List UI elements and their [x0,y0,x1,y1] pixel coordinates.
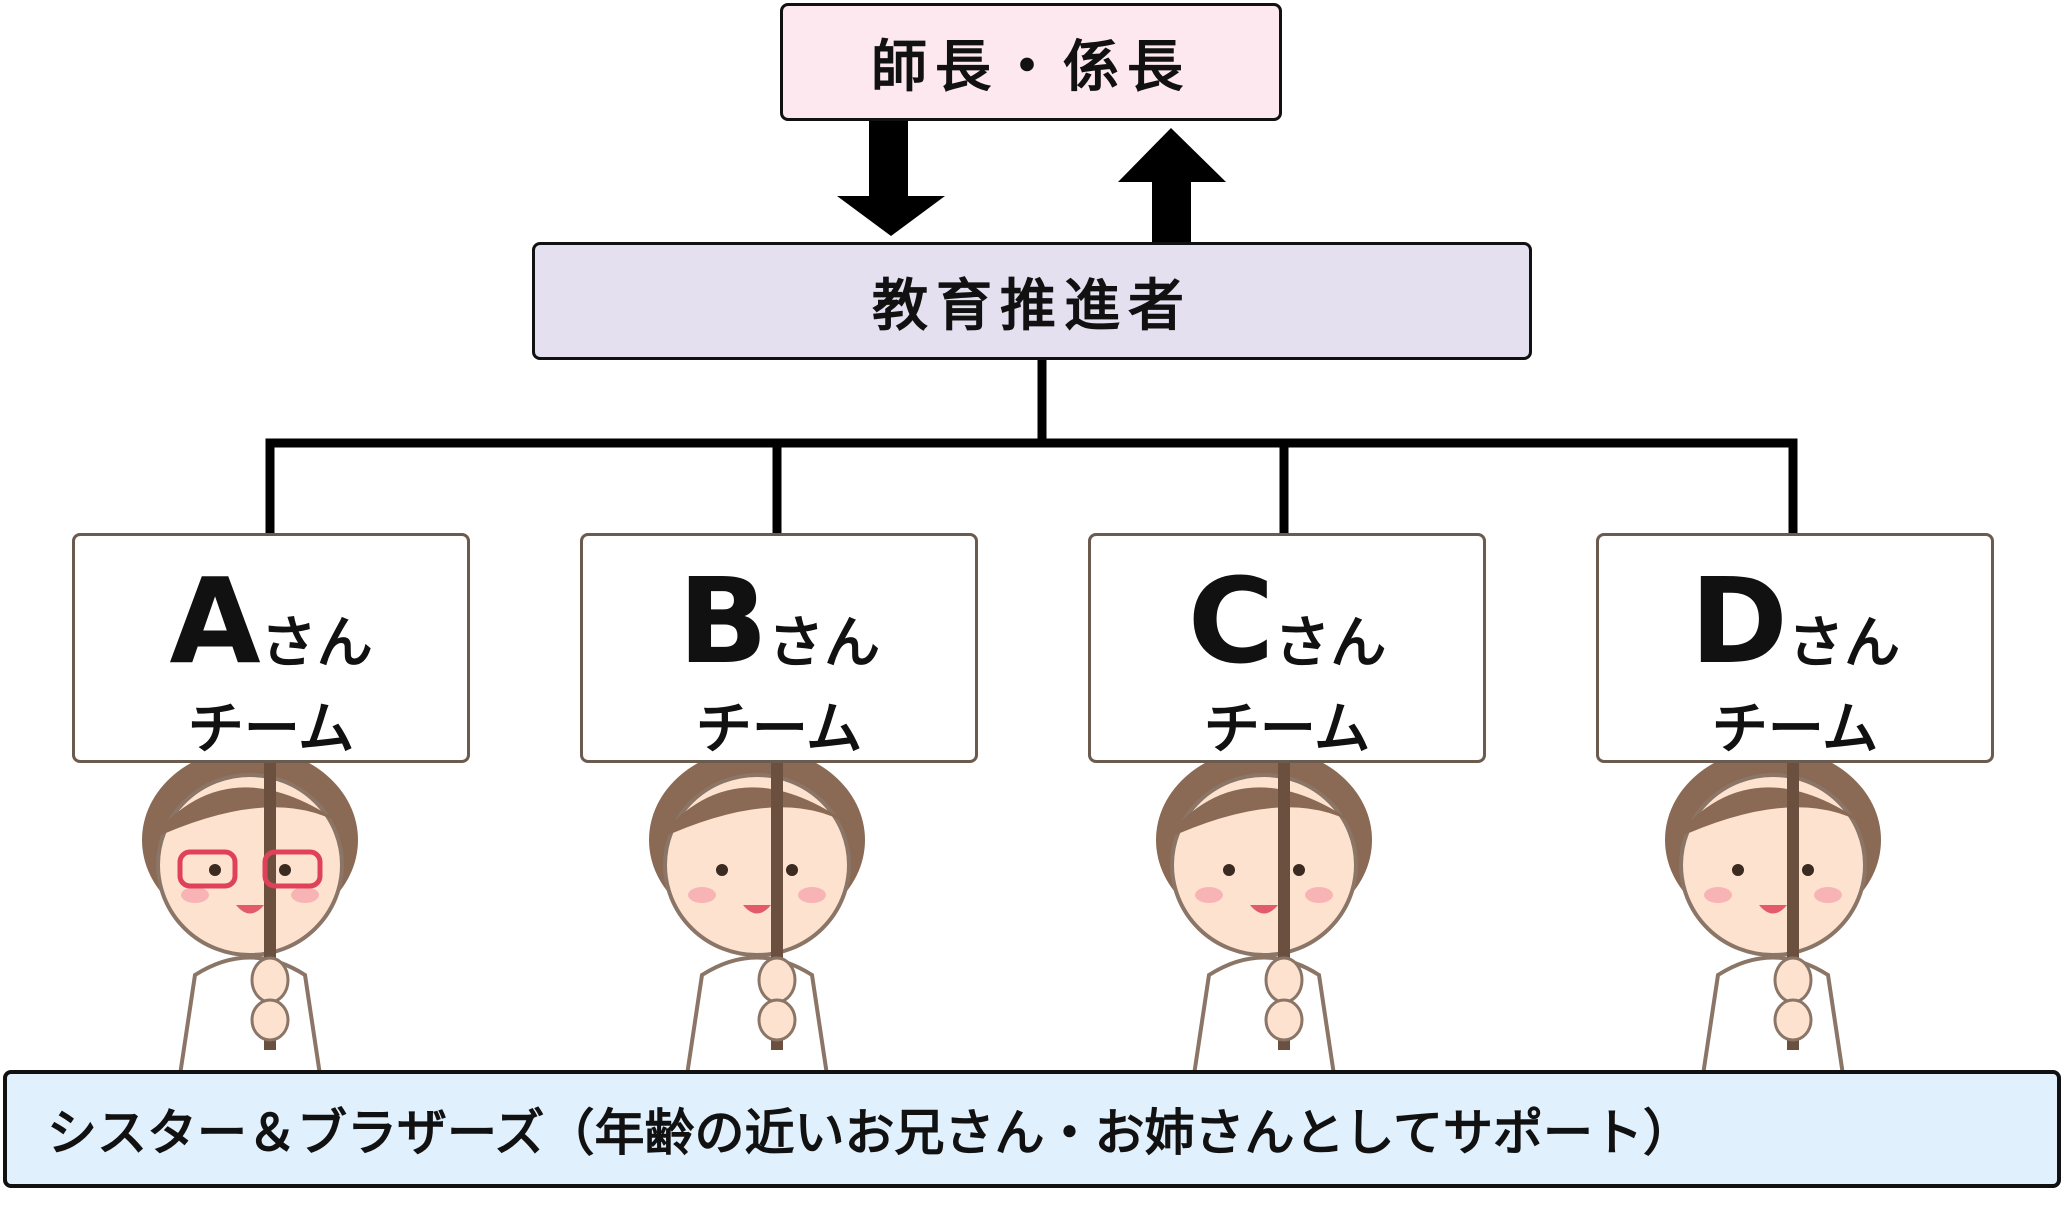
team-label: チーム [695,697,863,762]
team-label: チーム [187,697,355,762]
nurse-illustration [1156,748,1372,1077]
up-arrow-icon [1118,128,1226,244]
nurse-illustration [142,748,358,1077]
team-suffix: さん [767,611,880,676]
team-suffix: さん [1787,611,1900,676]
education-promoter-label: 教育推進者 [872,273,1192,339]
head-nurse-label: 師長・係長 [871,34,1191,100]
head-nurse-box: 師長・係長 [780,3,1282,121]
team-c-sign: Cさん チーム [1088,533,1486,763]
team-letter: A [169,552,261,690]
education-promoter-box: 教育推進者 [532,242,1532,360]
team-label: チーム [1711,697,1879,762]
team-suffix: さん [1274,611,1387,676]
team-letter: B [678,552,768,690]
down-arrow-icon [837,120,945,236]
team-b-sign: Bさん チーム [580,533,978,763]
sisters-brothers-label: シスター＆ブラザーズ（年齢の近いお兄さん・お姉さんとしてサポート） [47,1104,1693,1162]
nurse-illustration [1665,748,1881,1077]
team-letter: D [1690,552,1788,690]
team-letter: C [1187,552,1275,690]
nurse-illustration [649,748,865,1077]
sisters-brothers-box: シスター＆ブラザーズ（年齢の近いお兄さん・お姉さんとしてサポート） [3,1070,2061,1188]
team-a-sign: Aさん チーム [72,533,470,763]
tree-lines [265,360,1798,545]
team-d-sign: Dさん チーム [1596,533,1994,763]
team-suffix: さん [260,611,373,676]
team-label: チーム [1203,697,1371,762]
